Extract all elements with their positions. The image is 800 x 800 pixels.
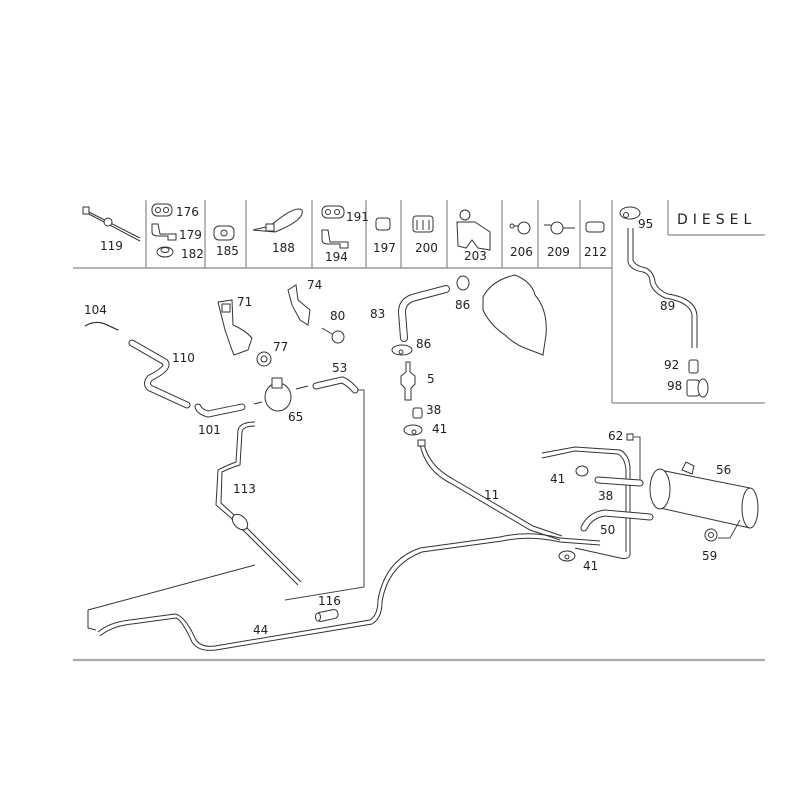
part-label-80[interactable]: 80 [330, 309, 345, 323]
clamp-icon [619, 206, 641, 220]
part-label-185[interactable]: 185 [216, 244, 239, 258]
clamp-41-middle [575, 465, 589, 477]
part-label-95[interactable]: 95 [638, 217, 653, 231]
sleeve-38 [412, 407, 423, 419]
holder-bracket-icon [456, 209, 491, 251]
bolt-80 [321, 327, 345, 344]
part-label-5[interactable]: 5 [427, 372, 435, 386]
part-label-56[interactable]: 56 [716, 463, 731, 477]
nut-icon [156, 246, 174, 258]
part-label-71[interactable]: 71 [237, 295, 252, 309]
part-label-38-lower[interactable]: 38 [598, 489, 613, 503]
clamp-86-upper [456, 275, 470, 291]
small-parts-row: 119 176 179 182 185 188 [82, 203, 607, 264]
bracket-clip-icon [151, 223, 177, 241]
part-label-101[interactable]: 101 [198, 423, 221, 437]
clip-icon [213, 225, 235, 241]
part-label-212[interactable]: 212 [584, 245, 607, 259]
part-label-200[interactable]: 200 [415, 241, 438, 255]
part-label-41-lower[interactable]: 41 [583, 559, 598, 573]
strap-tie-icon [252, 208, 303, 233]
part-label-62[interactable]: 62 [608, 429, 623, 443]
part-label-197[interactable]: 197 [373, 241, 396, 255]
part-label-77[interactable]: 77 [273, 340, 288, 354]
clamp-41-upper [403, 424, 423, 436]
main-assembly: 104 110 101 71 74 80 77 53 [84, 274, 759, 651]
clip-icon [585, 221, 605, 233]
part-label-53[interactable]: 53 [332, 361, 347, 375]
pipe-icon [627, 228, 698, 348]
part-label-176[interactable]: 176 [176, 205, 199, 219]
part-label-206[interactable]: 206 [510, 245, 533, 259]
part-label-104[interactable]: 104 [84, 303, 107, 317]
clamp-41-lower [558, 550, 576, 562]
clip-icon [375, 217, 391, 231]
hose-clamp-icon [509, 221, 531, 235]
part-label-209[interactable]: 209 [547, 245, 570, 259]
part-label-110[interactable]: 110 [172, 351, 195, 365]
variant-label: DIESEL [677, 212, 756, 228]
part-label-59[interactable]: 59 [702, 549, 717, 563]
part-label-50[interactable]: 50 [600, 523, 615, 537]
line-113 [215, 421, 302, 586]
check-valve-5 [400, 361, 416, 401]
part-label-41-upper[interactable]: 41 [432, 422, 447, 436]
part-label-86-upper[interactable]: 86 [455, 298, 470, 312]
part-label-203[interactable]: 203 [464, 249, 487, 263]
part-label-86-lower[interactable]: 86 [416, 337, 431, 351]
part-label-92[interactable]: 92 [664, 358, 679, 372]
part-label-65[interactable]: 65 [288, 410, 303, 424]
part-label-116[interactable]: 116 [318, 594, 341, 608]
diagram-frame [73, 200, 765, 662]
part-label-119[interactable]: 119 [100, 239, 123, 253]
sleeve-116 [315, 609, 339, 622]
part-label-11[interactable]: 11 [484, 488, 499, 502]
valve-65 [253, 377, 309, 412]
double-clip-icon [321, 205, 345, 219]
clamp-86-lower [391, 344, 413, 356]
part-label-191[interactable]: 191 [346, 210, 369, 224]
multi-clip-icon [412, 215, 434, 233]
part-label-188[interactable]: 188 [272, 241, 295, 255]
cap-icon [686, 378, 709, 398]
part-label-179[interactable]: 179 [179, 228, 202, 242]
nut-77 [256, 351, 272, 367]
part-label-83[interactable]: 83 [370, 307, 385, 321]
filler-housing [482, 274, 547, 356]
sleeve-icon [688, 359, 699, 374]
bracket-clip-icon [321, 229, 349, 249]
part-label-38-upper[interactable]: 38 [426, 403, 441, 417]
part-label-74[interactable]: 74 [307, 278, 322, 292]
line-11 [417, 439, 563, 541]
part-label-41-middle[interactable]: 41 [550, 472, 565, 486]
cable-tie-icon [82, 206, 141, 242]
diesel-inset: 95 89 92 98 [619, 206, 709, 398]
line-44 [97, 533, 601, 651]
nut-59 [704, 528, 718, 542]
plug-62 [626, 433, 634, 441]
part-label-89[interactable]: 89 [660, 299, 675, 313]
bracket-71 [217, 299, 253, 356]
canister-56 [649, 461, 759, 529]
part-label-194[interactable]: 194 [325, 250, 348, 264]
part-label-113[interactable]: 113 [233, 482, 256, 496]
part-label-44[interactable]: 44 [253, 623, 268, 637]
hose-clamp-icon [544, 221, 575, 235]
double-clip-icon [151, 203, 173, 217]
part-label-182[interactable]: 182 [181, 247, 204, 261]
bracket-74 [287, 284, 311, 326]
part-label-98[interactable]: 98 [667, 379, 682, 393]
